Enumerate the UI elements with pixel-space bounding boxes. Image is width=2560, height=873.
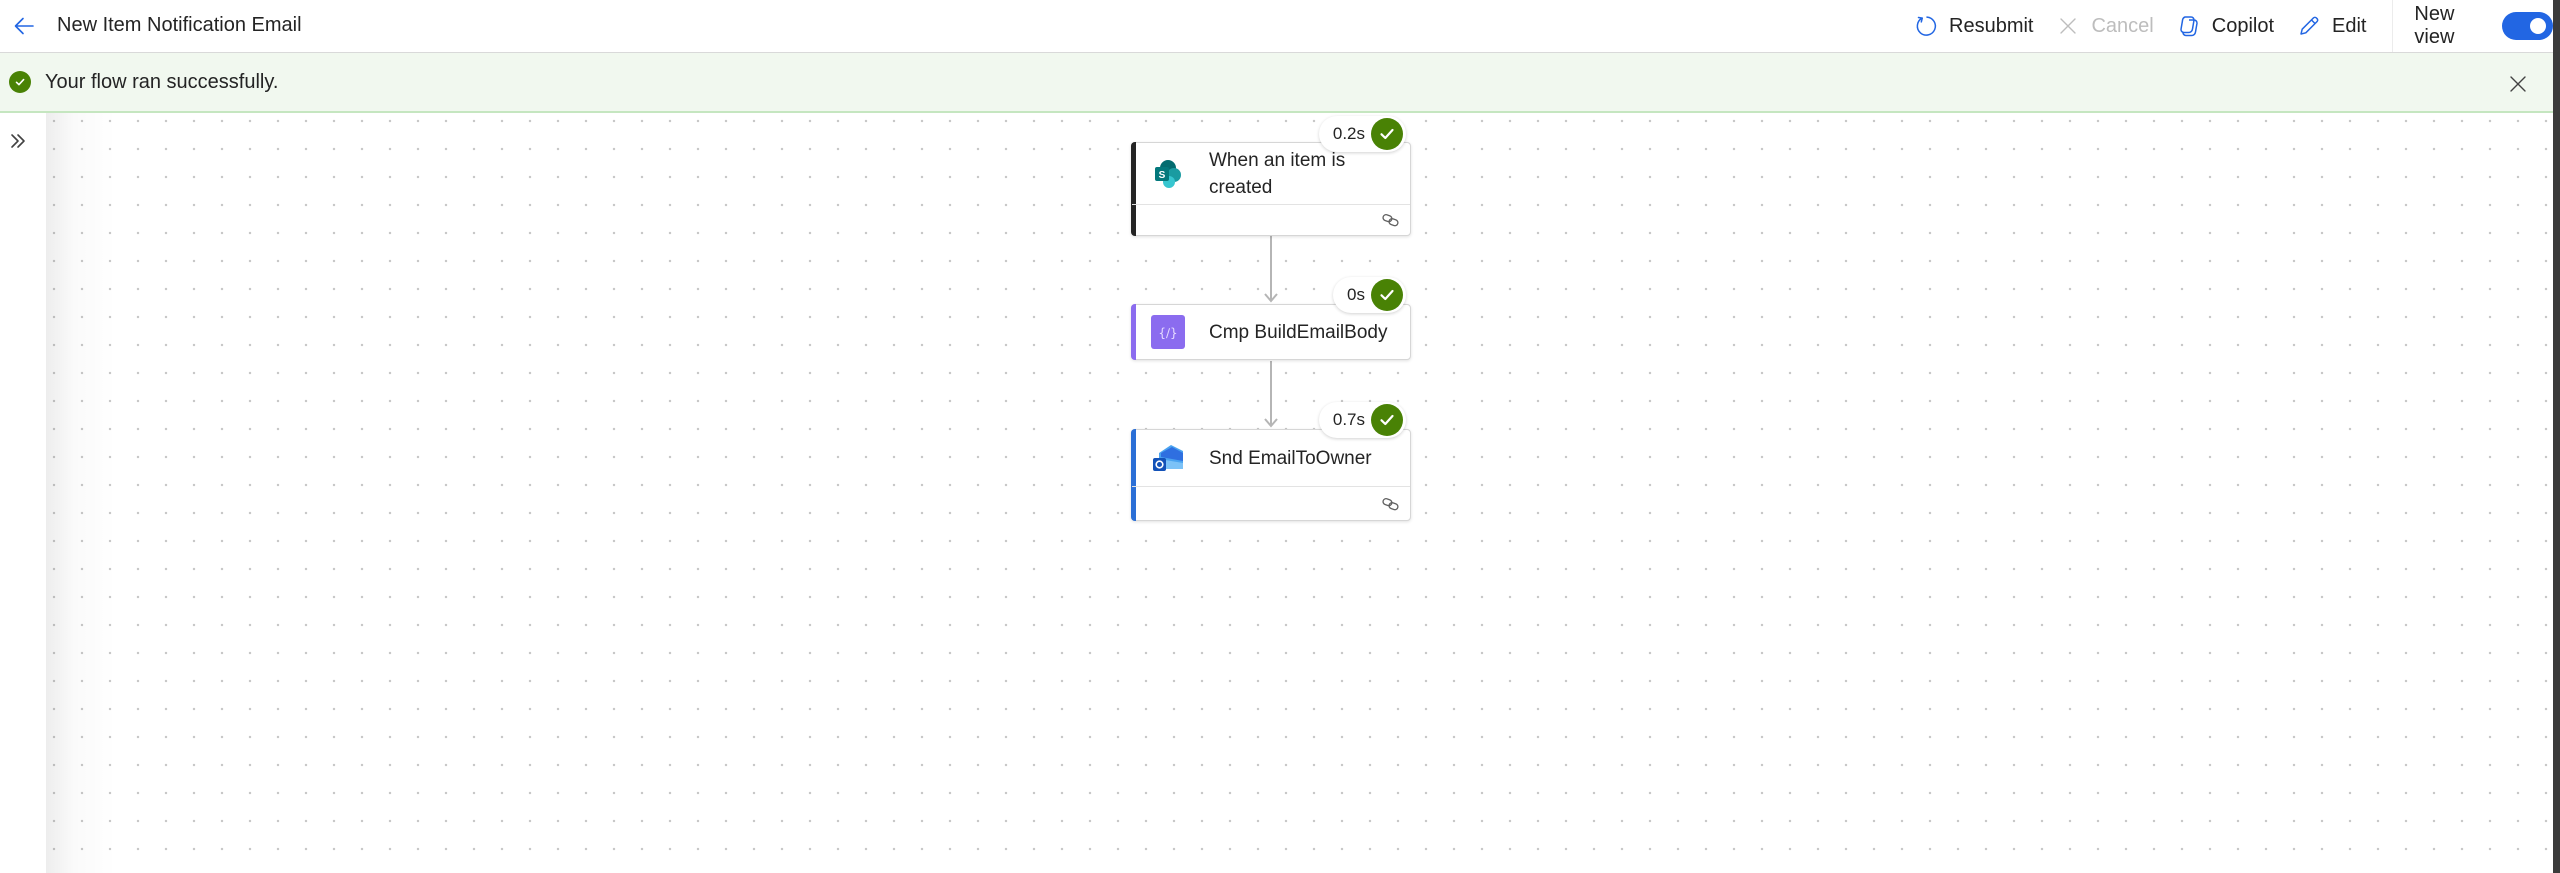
success-banner: Your flow ran successfully. — [0, 53, 2553, 113]
copilot-label: Copilot — [2211, 14, 2275, 37]
step-accent — [1131, 304, 1136, 360]
step-footer — [1132, 486, 1410, 520]
step-accent — [1131, 142, 1136, 236]
dismiss-banner-button[interactable] — [2505, 71, 2531, 97]
new-view-toggle-group: New view — [2414, 3, 2553, 49]
edit-button[interactable]: Edit — [2296, 0, 2366, 52]
header-bar: New Item Notification Email Resubmit Can… — [0, 0, 2553, 53]
banner-message: Your flow ran successfully. — [45, 71, 279, 93]
link-icon[interactable] — [1382, 212, 1400, 228]
toolbar: Resubmit Cancel Copilot Edit — [1913, 0, 2553, 52]
arrow-down-icon — [1264, 293, 1278, 303]
window-edge — [2553, 0, 2560, 873]
resubmit-label: Resubmit — [1949, 14, 2034, 37]
success-check-icon — [9, 71, 31, 93]
outlook-icon — [1151, 441, 1185, 475]
collapsed-sidebar — [0, 113, 46, 873]
close-icon — [2055, 13, 2081, 39]
arrow-left-icon — [14, 17, 34, 35]
step-duration-badge: 0s — [1333, 277, 1406, 313]
new-view-label: New view — [2414, 3, 2455, 48]
step-footer — [1132, 204, 1410, 235]
sharepoint-icon: S — [1151, 157, 1185, 191]
edit-label: Edit — [2332, 14, 2367, 37]
link-icon[interactable] — [1382, 496, 1400, 512]
copilot-icon — [2176, 13, 2202, 39]
toggle-knob — [2530, 18, 2546, 34]
flow-step-compose[interactable]: {∕} Cmp BuildEmailBody 0s — [1131, 277, 1411, 360]
flow-step-send-email[interactable]: Snd EmailToOwner 0.7s — [1131, 402, 1411, 521]
pencil-icon — [2296, 13, 2322, 39]
step-label: Cmp BuildEmailBody — [1209, 321, 1388, 343]
toolbar-divider — [2392, 0, 2394, 52]
svg-text:S: S — [1159, 170, 1166, 181]
connector-1 — [1270, 235, 1272, 301]
resubmit-button[interactable]: Resubmit — [1913, 0, 2033, 52]
flow-canvas[interactable]: S When an item is created 0.2s — [46, 113, 2553, 873]
step-duration-badge: 0.2s — [1318, 116, 1406, 152]
refresh-icon — [1913, 13, 1939, 39]
connector-2 — [1270, 361, 1272, 425]
flow-step-trigger[interactable]: S When an item is created 0.2s — [1131, 116, 1411, 236]
duration-text: 0.2s — [1332, 124, 1365, 143]
compose-icon: {∕} — [1151, 315, 1185, 349]
step-label: When an item is created — [1209, 149, 1346, 198]
flow-title: New Item Notification Email — [57, 14, 302, 36]
cancel-label: Cancel — [2091, 14, 2154, 37]
close-icon — [2510, 76, 2526, 92]
success-check-icon — [1371, 118, 1403, 150]
double-chevron-right-icon — [11, 134, 25, 148]
copilot-button[interactable]: Copilot — [2176, 0, 2274, 52]
duration-text: 0s — [1347, 285, 1365, 304]
cancel-button[interactable]: Cancel — [2055, 0, 2154, 52]
arrow-down-icon — [1264, 418, 1278, 428]
step-accent — [1131, 429, 1136, 521]
duration-text: 0.7s — [1332, 410, 1365, 429]
step-label: Snd EmailToOwner — [1209, 447, 1372, 469]
back-button[interactable] — [10, 12, 38, 40]
success-check-icon — [1371, 404, 1403, 436]
step-duration-badge: 0.7s — [1318, 402, 1406, 438]
canvas-edge-shadow — [46, 113, 116, 873]
success-check-icon — [1371, 279, 1403, 311]
new-view-toggle[interactable] — [2502, 12, 2553, 40]
svg-text:{∕}: {∕} — [1158, 326, 1177, 340]
expand-panel-button[interactable] — [6, 129, 30, 153]
